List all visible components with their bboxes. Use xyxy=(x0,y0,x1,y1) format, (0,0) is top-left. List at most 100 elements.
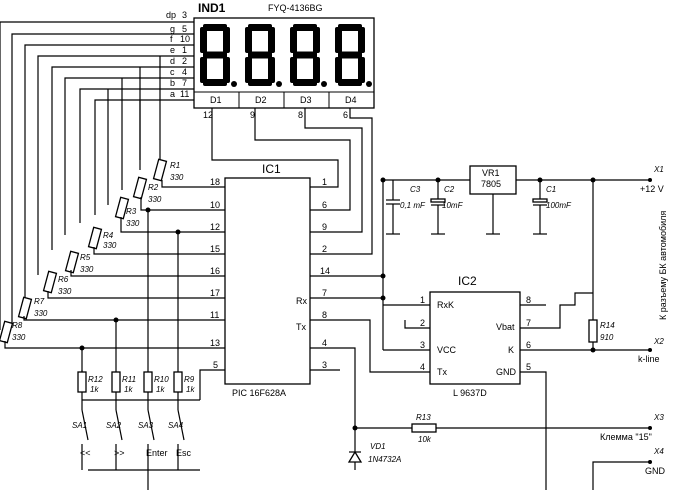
resistor-r6-value: 330 xyxy=(58,287,72,296)
display-model: FYQ-4136BG xyxy=(268,3,323,13)
switch-sa2[interactable]: SA2>> xyxy=(106,400,125,470)
connector-x2-ref: X2 xyxy=(653,337,664,346)
ic1-pin-12: 12 xyxy=(210,222,220,232)
ic1-part: PIC 16F628A xyxy=(232,388,286,398)
seg-name-dp: dp xyxy=(166,10,176,20)
ic1-pin-10: 10 xyxy=(210,200,220,210)
seg-pin-dp: 3 xyxy=(182,10,187,20)
button-common-rail xyxy=(81,369,225,401)
ic1-left-wiring xyxy=(4,180,225,349)
ic2-body xyxy=(429,291,521,385)
seg-name-d: d xyxy=(170,56,175,66)
diode-vd1-part: 1N4732A xyxy=(368,455,401,464)
ic2-pin-2: 2 xyxy=(420,318,425,328)
resistor-r2-value: 330 xyxy=(148,195,162,204)
capacitor-c1-ref: C1 xyxy=(546,185,556,194)
ic1-right-pin-numbers: 1 6 9 2 14 7 8 4 3 xyxy=(320,177,330,370)
capacitor-c3-ref: C3 xyxy=(410,185,421,194)
connector-x4-label: GND xyxy=(645,466,666,476)
digit-3-glyph xyxy=(290,24,327,87)
ic1-pin-5: 5 xyxy=(213,360,218,370)
switch-ref: SA1 xyxy=(72,421,87,430)
diode-vd1-ref: VD1 xyxy=(370,442,386,451)
resistor-r14-ref: R14 xyxy=(600,321,615,330)
resistor-r3-value: 330 xyxy=(126,219,140,228)
switch-ref: SA3 xyxy=(138,421,154,430)
ic2-pin-6-label: K xyxy=(508,345,514,355)
switch-sa1[interactable]: SA1<< xyxy=(72,400,91,470)
switch-ref: SA4 xyxy=(168,421,184,430)
resistor-r7-ref: R7 xyxy=(34,297,45,306)
connector-x4: X4 GND xyxy=(592,447,666,490)
diode-vd1: VD1 1N4732A xyxy=(347,442,401,464)
digit-label-d1: D1 xyxy=(210,95,222,105)
ic1-pin-2: 2 xyxy=(322,244,327,254)
capacitor-c2: C2 10mF xyxy=(430,180,464,235)
ic2-pin-8: 8 xyxy=(526,295,531,305)
ic1-pin-4: 4 xyxy=(322,338,327,348)
connector-x3: X3 Клемма "15" xyxy=(600,413,664,442)
resistor-r12: R12 1k xyxy=(77,371,103,394)
ic1-pin-7: 7 xyxy=(322,288,327,298)
ic2-pin-3-label: VCC xyxy=(437,345,457,355)
resistor-r2-ref: R2 xyxy=(148,183,159,192)
ic2-pin-1: 1 xyxy=(420,295,425,305)
ic1-pin-13: 13 xyxy=(210,338,220,348)
digit-pin-d3: 8 xyxy=(298,110,303,120)
ic1-pin-11: 11 xyxy=(210,310,219,320)
ic2-pin-6: 6 xyxy=(526,340,531,350)
seg-pin-c: 4 xyxy=(182,67,187,77)
ic1-ref: IC1 xyxy=(262,162,281,176)
resistor-r7-value: 330 xyxy=(34,309,48,318)
digit-1-glyph xyxy=(200,24,237,87)
switch-label: Esc xyxy=(176,448,192,458)
resistor-r3-ref: R3 xyxy=(126,207,137,216)
seg-pin-g: 5 xyxy=(182,24,187,34)
capacitor-c2-value: 10mF xyxy=(442,201,464,210)
capacitor-c3: C3 0,1 mF xyxy=(386,180,426,235)
switch-ref: SA2 xyxy=(106,421,122,430)
regulator-vr1: VR1 7805 xyxy=(469,165,517,235)
ic1-left-pin-numbers: 18 10 12 15 16 17 11 13 5 xyxy=(210,177,220,370)
capacitor-c3-value: 0,1 mF xyxy=(400,201,426,210)
ic1-pin-1: 1 xyxy=(322,177,327,187)
resistor-r10-value: 1k xyxy=(156,385,165,394)
connector-x3-label: Клемма "15" xyxy=(600,432,652,442)
ic1-pin-15: 15 xyxy=(210,244,220,254)
digit-label-d2: D2 xyxy=(255,95,267,105)
seg-pin-f: 10 xyxy=(180,34,190,44)
resistor-r1-ref: R1 xyxy=(170,161,180,170)
ic1-body xyxy=(224,177,311,385)
resistor-r2: R2 330 xyxy=(132,176,162,204)
seg-pin-d: 2 xyxy=(182,56,187,66)
connector-x2: X2 k-line xyxy=(638,337,664,364)
digit-drive-wiring xyxy=(211,108,373,255)
resistor-r5-ref: R5 xyxy=(80,253,91,262)
ic2-pin-3: 3 xyxy=(420,340,425,350)
ic2-pin-7-label: Vbat xyxy=(496,322,515,332)
digit-label-d3: D3 xyxy=(300,95,312,105)
ic2-pin-1-label: RxK xyxy=(437,300,454,310)
resistor-r5: R5 330 xyxy=(64,250,94,274)
switch-label: Enter xyxy=(146,448,168,458)
resistor-r13: R13 10k xyxy=(352,413,652,444)
seg-pin-b: 7 xyxy=(182,78,187,88)
connector-x3-ref: X3 xyxy=(653,413,664,422)
resistor-r11-ref: R11 xyxy=(122,375,136,384)
ic2-pin-7: 7 xyxy=(526,318,531,328)
digit-label-d4: D4 xyxy=(345,95,357,105)
resistor-r1: R1 330 xyxy=(152,158,184,182)
digit-pin-d2: 9 xyxy=(250,110,255,120)
ic1-pin-9: 9 xyxy=(322,222,327,232)
ic2-pin-4-label: Tx xyxy=(437,367,447,377)
resistor-r9-value: 1k xyxy=(186,385,195,394)
resistor-r9-ref: R9 xyxy=(184,375,195,384)
resistor-r12-ref: R12 xyxy=(88,375,103,384)
capacitor-c1-value: 100mF xyxy=(546,201,572,210)
display-digits xyxy=(200,24,372,87)
regulator-vr1-ref: VR1 xyxy=(482,168,500,178)
